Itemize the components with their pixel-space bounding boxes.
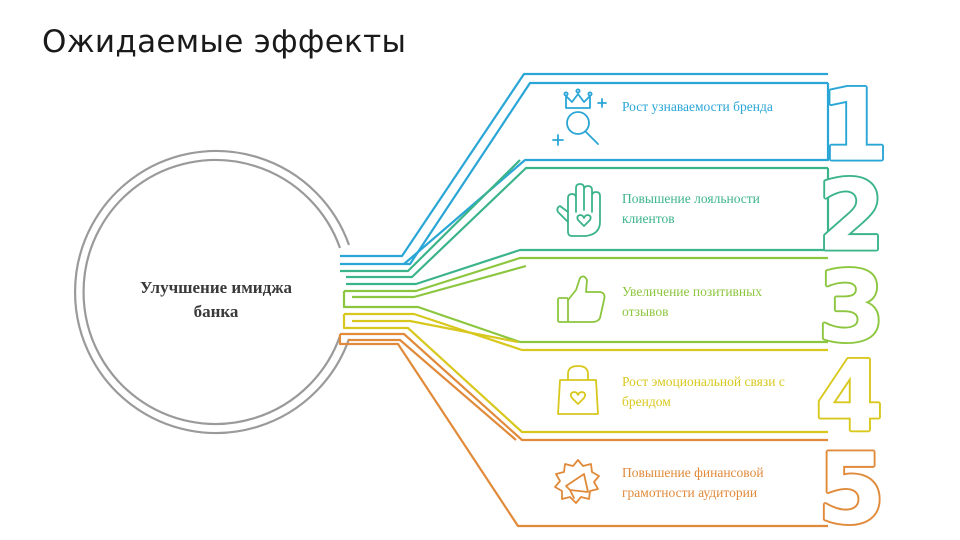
slide-title: Ожидаемые эффекты xyxy=(42,24,407,60)
big-number-4: 4 4 xyxy=(814,339,886,456)
center-label: Улучшение имиджа банка xyxy=(139,278,293,321)
bag-heart-icon xyxy=(557,365,599,415)
big-number-5: 5 5 xyxy=(816,431,888,540)
big-number-1: 1 1 xyxy=(818,67,891,186)
item-text-1: Рост узнаваемости бренда xyxy=(622,99,773,114)
thumbs-up-icon xyxy=(557,275,606,323)
band-3 xyxy=(342,256,828,344)
svg-text:3: 3 xyxy=(818,251,885,363)
big-number-2: 2 2 xyxy=(816,158,888,275)
item-text-5: Повышение финансовой грамотности аудитор… xyxy=(622,465,764,500)
crown-person-icon xyxy=(552,88,607,146)
band-1 xyxy=(340,72,830,266)
svg-text:5: 5 xyxy=(818,433,885,540)
band-4 xyxy=(342,312,828,434)
svg-text:5: 5 xyxy=(818,433,885,540)
item-text-3: Увеличение позитивных отзывов xyxy=(622,284,762,319)
band-2 xyxy=(340,159,830,286)
big-number-3: 3 3 xyxy=(816,249,888,366)
item-text-2: Повышение лояльности клиентов xyxy=(622,191,760,226)
band-5 xyxy=(338,332,828,528)
svg-text:2: 2 xyxy=(818,160,885,272)
svg-text:3: 3 xyxy=(818,251,885,363)
svg-text:4: 4 xyxy=(816,341,883,453)
svg-text:2: 2 xyxy=(818,160,885,272)
hand-heart-icon xyxy=(556,183,601,237)
svg-text:1: 1 xyxy=(820,69,888,183)
svg-text:1: 1 xyxy=(820,69,888,183)
item-text-4: Рост эмоциональной связи с брендом xyxy=(622,374,785,409)
svg-text:4: 4 xyxy=(816,341,883,453)
megaphone-badge-icon xyxy=(554,459,600,504)
center-circle xyxy=(73,149,351,435)
